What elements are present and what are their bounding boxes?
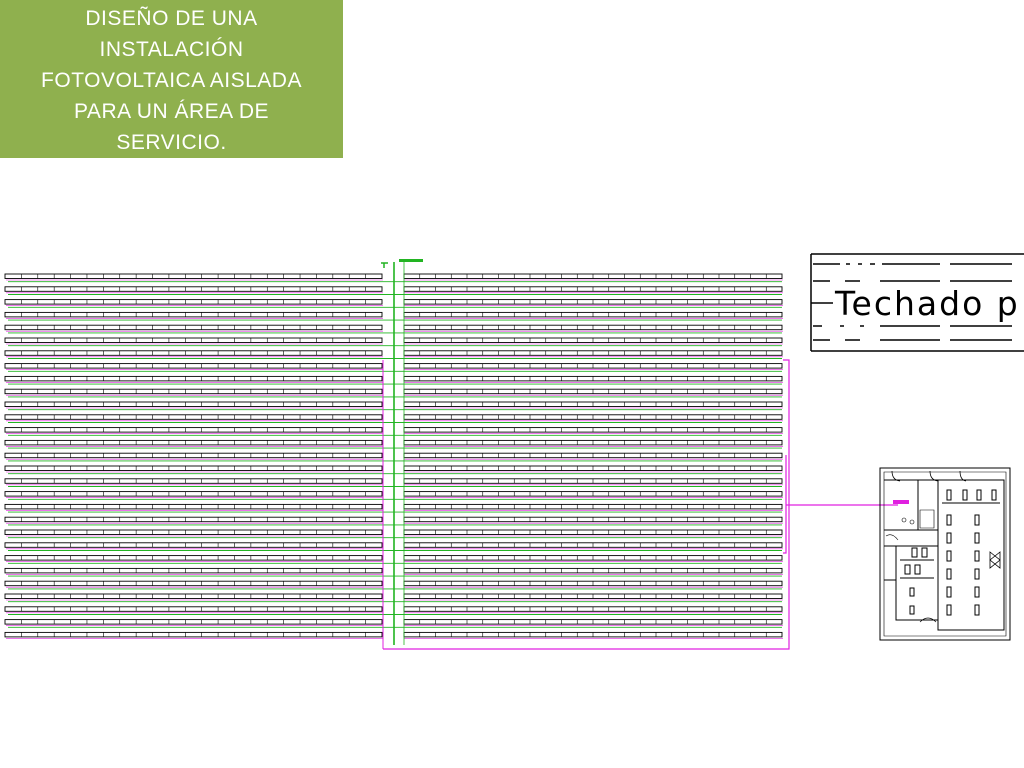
panel-row-right xyxy=(403,631,783,638)
panel-row-right xyxy=(403,555,783,561)
slide-title-box: DISEÑO DE UNA INSTALACIÓN FOTOVOLTAICA A… xyxy=(0,0,343,158)
panel-row-right xyxy=(403,337,783,343)
panel-row-left xyxy=(4,337,383,343)
title-line-1: DISEÑO DE UNA xyxy=(85,6,258,30)
panel-row-left xyxy=(4,273,383,279)
combiner-symbol xyxy=(381,259,423,268)
panel-row-right xyxy=(403,286,783,292)
panel-row-right xyxy=(403,311,783,318)
string-wiring xyxy=(6,262,783,645)
roof-label-block: Techado p xyxy=(810,253,1024,352)
panel-row-left xyxy=(4,619,383,625)
panel-row-right xyxy=(403,542,783,548)
panel-row-left xyxy=(4,631,383,638)
panel-row-right xyxy=(403,401,783,407)
panel-row-left xyxy=(4,593,383,599)
panel-row-left xyxy=(4,311,383,318)
panel-row-left xyxy=(4,516,383,523)
main-cable-route xyxy=(382,359,898,650)
panel-row-right xyxy=(403,452,783,459)
panel-row-left xyxy=(4,503,383,510)
title-line-5: SERVICIO. xyxy=(116,130,227,154)
panel-row-right xyxy=(403,516,783,523)
panel-row-right xyxy=(403,363,783,369)
panel-row-left xyxy=(4,401,383,407)
panel-row-left xyxy=(4,388,383,395)
panel-row-left xyxy=(4,606,383,612)
panel-row-right xyxy=(403,529,783,535)
panel-row-right xyxy=(403,439,783,446)
panel-row-left xyxy=(4,375,383,382)
panel-row-right xyxy=(403,593,783,599)
panel-row-left xyxy=(4,567,383,574)
panel-row-left xyxy=(4,286,383,292)
panel-row-left xyxy=(4,580,383,587)
panel-row-left xyxy=(4,427,383,433)
panel-row-left xyxy=(4,555,383,561)
panel-row-right xyxy=(403,375,783,382)
title-line-4: PARA UN ÁREA DE xyxy=(73,99,269,123)
panel-row-right xyxy=(403,388,783,395)
panel-row-right xyxy=(403,465,783,471)
panel-row-left xyxy=(4,452,383,459)
panel-row-right xyxy=(403,414,783,420)
panel-row-right xyxy=(403,503,783,510)
panel-row-right xyxy=(403,350,783,356)
panel-row-left xyxy=(4,350,383,356)
panel-row-left xyxy=(4,478,383,484)
panel-row-right xyxy=(403,619,783,625)
panel-row-left xyxy=(4,529,383,535)
building-floor-plan xyxy=(879,467,1011,641)
panel-row-right xyxy=(403,606,783,612)
title-line-2: INSTALACIÓN xyxy=(99,37,244,61)
panel-row-right xyxy=(403,567,783,574)
panel-row-right xyxy=(403,299,783,305)
panel-row-right xyxy=(403,324,783,331)
panel-row-right xyxy=(403,580,783,587)
panel-row-left xyxy=(4,414,383,420)
panel-row-right xyxy=(403,478,783,484)
panel-row-left xyxy=(4,491,383,497)
panel-row-right xyxy=(403,491,783,497)
panel-row-left xyxy=(4,542,383,548)
panel-row-left xyxy=(4,299,383,305)
panel-row-left xyxy=(4,439,383,446)
panel-row-left xyxy=(4,363,383,369)
roof-label-text: Techado p xyxy=(834,284,1020,323)
panel-row-right xyxy=(403,427,783,433)
panel-row-left xyxy=(4,324,383,331)
title-line-3: FOTOVOLTAICA AISLADA xyxy=(41,68,302,92)
panel-row-right xyxy=(403,273,783,279)
panel-row-left xyxy=(4,465,383,471)
